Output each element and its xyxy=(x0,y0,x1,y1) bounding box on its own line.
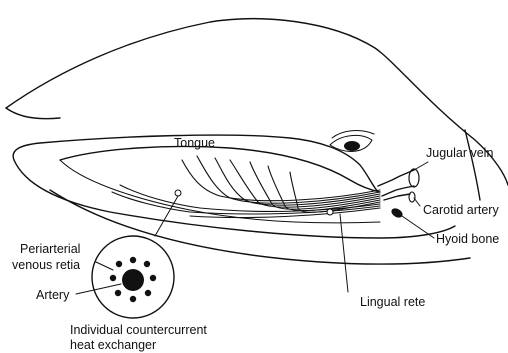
label-lingual-rete: Lingual rete xyxy=(360,295,425,309)
label-tongue: Tongue xyxy=(174,136,215,150)
cross-section-marker-rete xyxy=(327,209,333,215)
jugular-vein-leader xyxy=(414,162,428,170)
caption-line-2: heat exchanger xyxy=(70,338,156,352)
carotid-artery-vessel xyxy=(384,194,410,200)
tongue-outline xyxy=(60,147,380,193)
eye-pupil xyxy=(344,141,360,151)
label-hyoid-bone: Hyoid bone xyxy=(436,232,499,246)
lingual-rete-leader xyxy=(340,214,348,292)
carotid-artery-leader xyxy=(414,198,420,206)
inset-artery xyxy=(122,269,144,291)
caption-line-1: Individual countercurrent xyxy=(70,323,207,337)
label-periarterial-2: venous retia xyxy=(12,258,80,272)
upper-jaw-outline xyxy=(6,19,508,185)
jugular-vein-end xyxy=(409,169,419,187)
rostrum-curve xyxy=(6,108,60,119)
hyoid-bone xyxy=(390,207,404,220)
label-periarterial-1: Periarterial xyxy=(20,242,80,256)
eye-brow xyxy=(332,131,374,138)
hyoid-bone-leader xyxy=(402,216,434,238)
head-rear-edge xyxy=(465,130,480,200)
label-artery: Artery xyxy=(36,288,70,302)
label-jugular-vein: Jugular vein xyxy=(426,146,493,160)
label-carotid-artery: Carotid artery xyxy=(423,203,499,217)
carotid-artery-end xyxy=(409,192,415,202)
lingual-rete-vessels xyxy=(112,156,380,218)
cross-section-marker-tongue xyxy=(175,190,181,196)
